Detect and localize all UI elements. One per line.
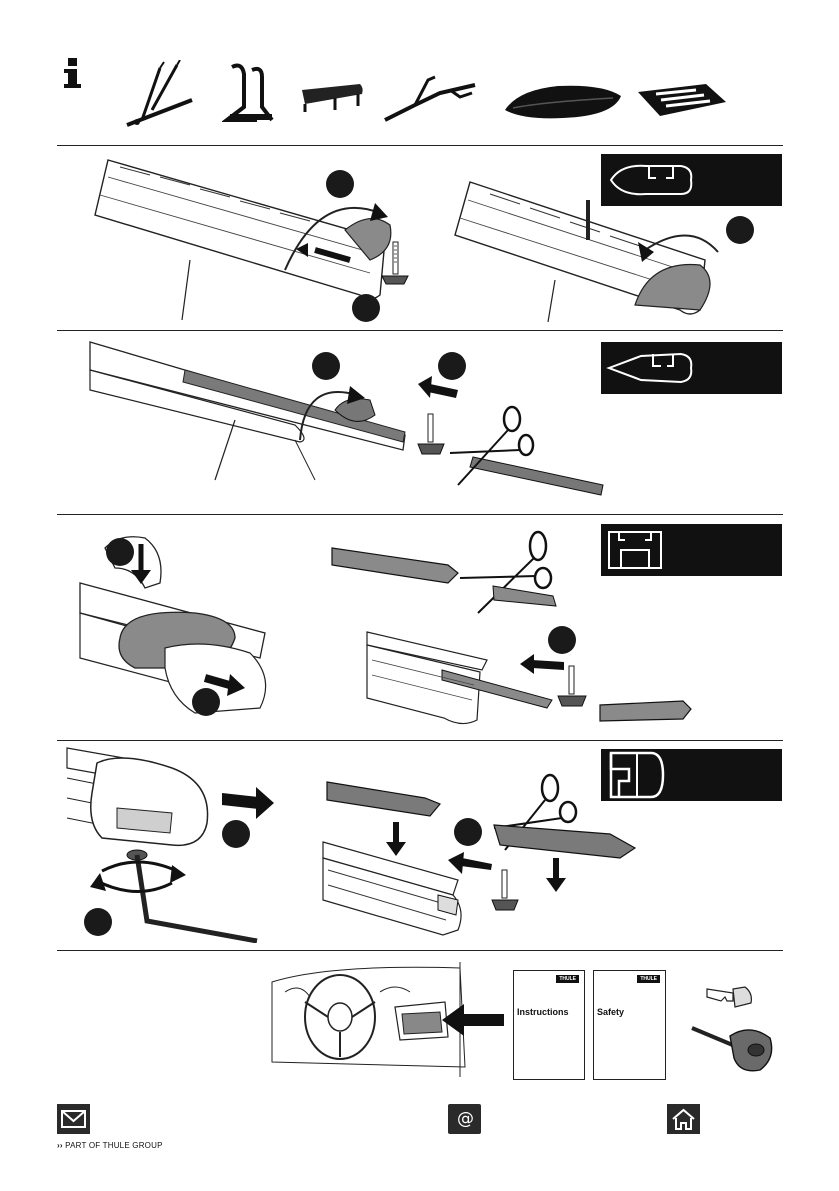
rubber-strip-illustration [330,543,460,588]
at-sign-icon[interactable]: @ [448,1104,481,1134]
t-bolt-icon [416,412,446,456]
divider [57,330,783,331]
bar-profile-box [601,342,782,394]
divider [57,950,783,951]
arrow-left-icon [418,376,458,402]
arrow-down-icon [546,858,566,892]
instructions-document: THULE Instructions [513,970,585,1080]
divider [57,740,783,741]
roof-bar-profile-illustration [362,630,572,730]
brand-logo: THULE [637,975,660,983]
info-icon [62,58,84,88]
divider [57,514,783,515]
brand-logo: THULE [556,975,579,983]
roof-box-icon [503,82,623,122]
bar-profile-box [601,524,782,576]
part-of-group-label: ›› PART OF THULE GROUP [57,1141,163,1150]
at-sign-glyph: @ [457,1109,474,1129]
instructions-title: Instructions [517,1007,569,1017]
step-number-2 [222,820,250,848]
arrow-left-icon [448,850,492,874]
step-number-1 [84,908,112,936]
key-tool-icon [690,1018,774,1074]
kayak-carrier-icon [222,62,277,126]
step-number-3 [548,626,576,654]
step-number-2 [192,688,220,716]
roof-bar-with-rubber-strip-illustration [85,340,415,485]
part-of-group-text: PART OF THULE GROUP [65,1141,162,1150]
safety-document: THULE Safety [593,970,666,1080]
t-bolt-icon [380,240,410,286]
arrow-right-icon [222,785,274,819]
scissors-icon [458,528,558,618]
rubber-strip-illustration [325,780,445,820]
bike-fork-carrier-icon [380,75,480,125]
double-chevron-icon: ›› [57,1141,63,1150]
step-number-1 [106,538,134,566]
safety-title: Safety [597,1007,624,1017]
t-bolt-icon [556,664,588,708]
ski-carrier-icon [300,82,365,118]
arrow-left-icon [442,1004,504,1038]
roof-basket-icon [636,80,728,120]
bar-profile-box [601,154,782,206]
step-number-1 [326,170,354,198]
key-icon [705,983,753,1013]
rubber-strip-piece-illustration [598,697,693,727]
bar-profile-box [601,749,782,801]
step-number-1 [312,352,340,380]
step-number-3 [726,216,754,244]
step-number-2 [352,294,380,322]
divider [57,145,783,146]
step-number-3 [454,818,482,846]
home-icon[interactable] [667,1104,700,1134]
scissors-cutting-strip-icon [448,405,608,500]
envelope-icon[interactable] [57,1104,90,1134]
bike-carrier-icon [122,60,197,130]
t-bolt-icon [490,868,520,912]
